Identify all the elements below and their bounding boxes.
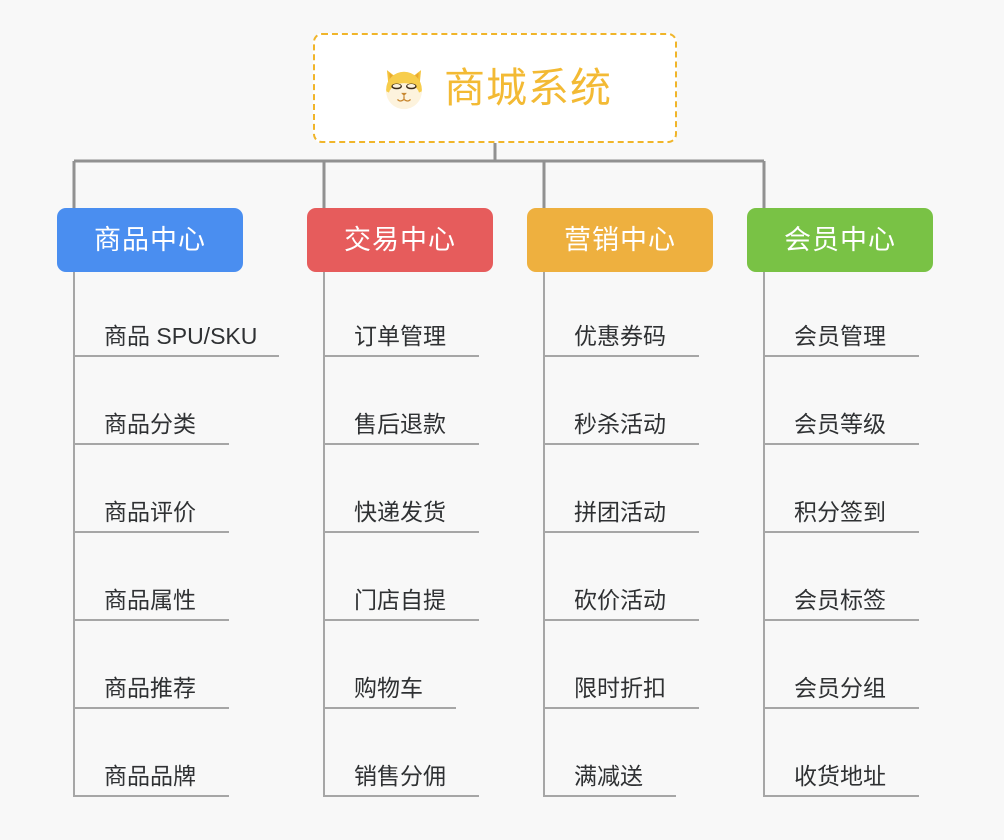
leaf-label: 收货地址	[794, 763, 886, 789]
root-title: 商城系统	[444, 64, 612, 111]
leaf-label: 门店自提	[354, 587, 446, 613]
leaf-label: 积分签到	[794, 499, 886, 525]
leaf-label: 会员分组	[794, 675, 886, 701]
category-label: 商品中心	[94, 224, 206, 255]
leaf-label: 商品推荐	[104, 675, 196, 701]
leaf-label: 商品属性	[104, 587, 196, 613]
leaf-label: 销售分佣	[354, 763, 446, 789]
leaf-item[interactable]: 会员管理	[764, 317, 919, 357]
leaf-item[interactable]: 门店自提	[324, 581, 479, 621]
leaf-item[interactable]: 售后退款	[324, 405, 479, 445]
leaf-item[interactable]: 商品推荐	[74, 669, 229, 709]
leaf-item[interactable]: 购物车	[324, 669, 456, 709]
leaf-item[interactable]: 商品 SPU/SKU	[74, 317, 279, 357]
leaf-item[interactable]: 会员等级	[764, 405, 919, 445]
leaf-label: 优惠券码	[574, 323, 666, 349]
leaf-item[interactable]: 销售分佣	[324, 757, 479, 797]
leaf-label: 会员等级	[794, 411, 886, 437]
leaf-item[interactable]: 订单管理	[324, 317, 479, 357]
leaf-item[interactable]: 快递发货	[324, 493, 479, 533]
category-label: 会员中心	[784, 224, 896, 255]
category-box-3[interactable]: 营销中心	[527, 208, 713, 272]
category-box-4[interactable]: 会员中心	[747, 208, 933, 272]
leaf-label: 满减送	[574, 763, 643, 789]
leaf-label: 砍价活动	[574, 587, 666, 613]
leaf-item[interactable]: 限时折扣	[544, 669, 699, 709]
leaf-label: 商品评价	[104, 499, 196, 525]
leaf-label: 限时折扣	[574, 675, 666, 701]
shiba-dog-icon	[386, 70, 422, 110]
leaf-item[interactable]: 商品品牌	[74, 757, 229, 797]
leaf-label: 订单管理	[354, 323, 446, 349]
leaf-label: 商品 SPU/SKU	[104, 323, 258, 349]
category-label: 营销中心	[564, 224, 676, 255]
leaf-item[interactable]: 商品评价	[74, 493, 229, 533]
category-box-1[interactable]: 商品中心	[57, 208, 243, 272]
leaf-label: 商品品牌	[104, 763, 196, 789]
leaf-item[interactable]: 积分签到	[764, 493, 919, 533]
leaf-item[interactable]: 会员分组	[764, 669, 919, 709]
leaf-label: 商品分类	[104, 411, 196, 437]
leaf-item[interactable]: 满减送	[544, 757, 676, 797]
leaf-item[interactable]: 拼团活动	[544, 493, 699, 533]
leaf-label: 秒杀活动	[574, 411, 666, 437]
leaf-item[interactable]: 收货地址	[764, 757, 919, 797]
leaf-item[interactable]: 会员标签	[764, 581, 919, 621]
leaf-label: 售后退款	[354, 411, 446, 437]
leaf-label: 拼团活动	[574, 499, 666, 525]
leaf-label: 购物车	[354, 675, 423, 701]
leaf-item[interactable]: 秒杀活动	[544, 405, 699, 445]
root-node[interactable]: 商城系统	[313, 33, 677, 143]
category-box-2[interactable]: 交易中心	[307, 208, 493, 272]
leaf-item[interactable]: 商品分类	[74, 405, 229, 445]
leaf-item[interactable]: 商品属性	[74, 581, 229, 621]
leaf-item[interactable]: 砍价活动	[544, 581, 699, 621]
leaf-label: 会员标签	[794, 587, 886, 613]
leaf-label: 会员管理	[794, 323, 886, 349]
category-label: 交易中心	[344, 224, 456, 255]
leaf-item[interactable]: 优惠券码	[544, 317, 699, 357]
leaf-label: 快递发货	[354, 499, 446, 525]
